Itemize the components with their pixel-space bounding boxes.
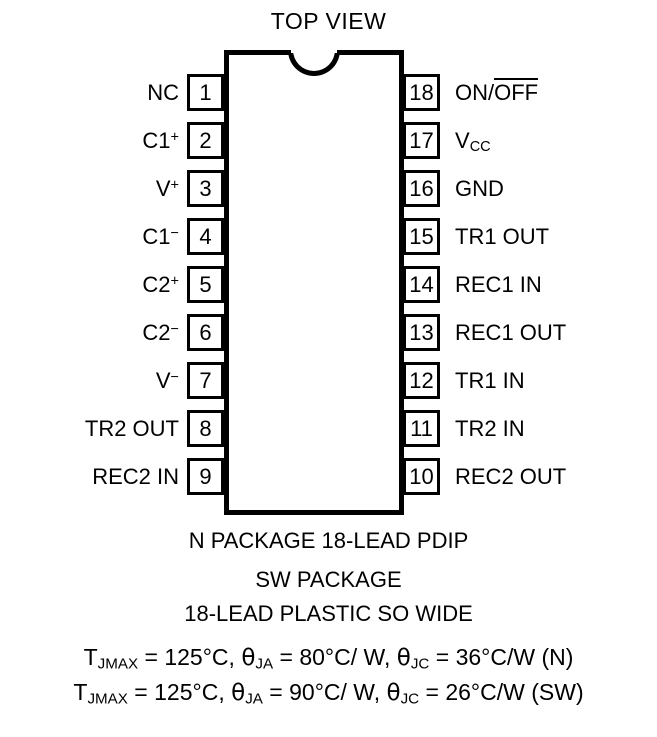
pin-number-2: 2 bbox=[187, 122, 224, 159]
pin-number-4: 4 bbox=[187, 218, 224, 255]
package-caption-so-wide: 18-LEAD PLASTIC SO WIDE bbox=[184, 601, 473, 626]
pin-label-14: REC1 IN bbox=[455, 272, 542, 297]
pin-label-15: TR1 OUT bbox=[455, 224, 550, 249]
pin-label-5: C2+ bbox=[142, 272, 179, 297]
pin-number-17: 17 bbox=[403, 122, 440, 159]
pin-number-1: 1 bbox=[187, 74, 224, 111]
pin-label-13: REC1 OUT bbox=[455, 320, 567, 345]
pin-label-4: C1− bbox=[142, 224, 179, 249]
pin-number-9: 9 bbox=[187, 458, 224, 495]
thermal-spec-sw-package: TJMAX = 125°C, θJA = 90°C/ W, θJC = 26°C… bbox=[73, 679, 584, 708]
package-caption-sw: SW PACKAGE bbox=[255, 567, 402, 592]
pin-number-16: 16 bbox=[403, 170, 440, 207]
pin-number-5: 5 bbox=[187, 266, 224, 303]
pin-number-8: 8 bbox=[187, 410, 224, 447]
pin-number-6: 6 bbox=[187, 314, 224, 351]
pin-number-10: 10 bbox=[403, 458, 440, 495]
pin-number-3: 3 bbox=[187, 170, 224, 207]
package-caption-pdip: N PACKAGE 18-LEAD PDIP bbox=[188, 528, 469, 553]
pin-label-9: REC2 IN bbox=[92, 464, 179, 489]
pin-label-1: NC bbox=[147, 80, 179, 105]
pin-label-2: C1+ bbox=[142, 128, 179, 153]
pin-label-12: TR1 IN bbox=[455, 368, 525, 393]
pin-label-7: V− bbox=[155, 368, 179, 393]
package-notch-mask bbox=[291, 47, 337, 53]
pin-number-12: 12 bbox=[403, 362, 440, 399]
pin-number-11: 11 bbox=[403, 410, 440, 447]
pin-label-16: GND bbox=[455, 176, 504, 201]
thermal-spec-n-package: TJMAX = 125°C, θJA = 80°C/ W, θJC = 36°C… bbox=[83, 644, 574, 673]
pin-label-18: ON/OFF bbox=[455, 78, 539, 105]
pin-number-15: 15 bbox=[403, 218, 440, 255]
chip-package-body bbox=[224, 50, 404, 515]
pin-label-6: C2− bbox=[142, 320, 179, 345]
pin-number-13: 13 bbox=[403, 314, 440, 351]
pin-number-18: 18 bbox=[403, 74, 440, 111]
pin-label-11: TR2 IN bbox=[455, 416, 525, 441]
pin-label-8: TR2 OUT bbox=[84, 416, 179, 441]
pin-label-10: REC2 OUT bbox=[455, 464, 567, 489]
page-title: TOP VIEW bbox=[270, 8, 387, 34]
pin-label-17: VCC bbox=[455, 128, 491, 156]
pin-number-7: 7 bbox=[187, 362, 224, 399]
pin-number-14: 14 bbox=[403, 266, 440, 303]
pin-label-3: V+ bbox=[155, 176, 179, 201]
